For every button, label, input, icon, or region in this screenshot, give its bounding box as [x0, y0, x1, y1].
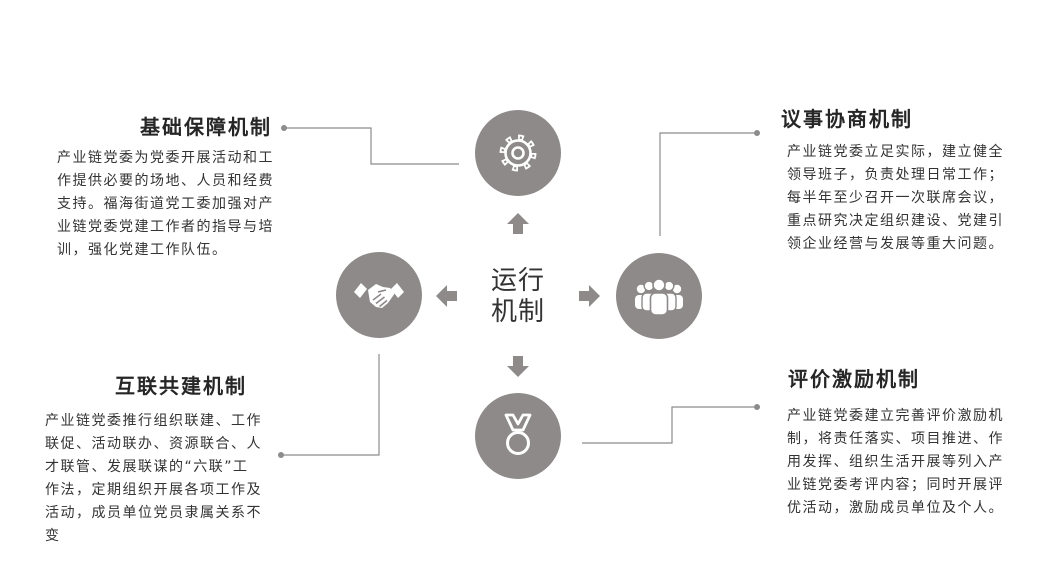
node-circle-evaluate	[475, 393, 561, 479]
mechanism-desc-joint: 产业链党委推行组织联建、工作 联促、活动联办、资源联合、人 才联管、发展联谋的“…	[45, 410, 262, 548]
description-line: 产业链党委推行组织联建、工作	[45, 413, 262, 429]
description-line: 才联管、发展联谋的“六联”工	[45, 459, 249, 475]
mechanism-title-joint: 互联共建机制	[115, 374, 247, 398]
description-line: 优活动，激励成员单位及个人。	[787, 500, 1004, 516]
description-line: 训，强化党建工作队伍。	[57, 242, 228, 258]
arrow-left	[436, 285, 457, 307]
gear-icon	[499, 134, 537, 172]
mechanism-desc-basic: 产业链党委为党委开展活动和工 作提供必要的场地、人员和经费 支持。福海街道党工委…	[57, 147, 274, 262]
description-line: 领导班子，负责处理日常工作；	[787, 167, 1004, 183]
node-consult	[616, 253, 702, 339]
description-line: 重点研究决定组织建设、党建引	[787, 213, 1004, 229]
mechanism-title-evaluate: 评价激励机制	[788, 367, 920, 391]
description-line: 作法，定期组织开展各项工作及	[45, 482, 262, 498]
center-title-line-2: 机制	[490, 297, 545, 327]
mechanism-desc-evaluate: 产业链党委建立完善评价激励机 制，将责任落实、项目推进、作 用发挥、组织生活开展…	[787, 405, 1004, 520]
description-line: 联促、活动联办、资源联合、人	[45, 436, 262, 452]
people-icon	[635, 278, 683, 316]
arrow-down	[507, 356, 529, 377]
description-line: 产业链党委立足实际，建立健全	[787, 144, 1004, 160]
mechanism-desc-consult: 产业链党委立足实际，建立健全 领导班子，负责处理日常工作； 每半年至少召开一次联…	[787, 141, 1004, 256]
description-line: 业链党委考评内容；同时开展评	[787, 477, 1004, 493]
node-evaluate	[475, 393, 561, 479]
description-line: 产业链党委为党委开展活动和工	[57, 150, 274, 166]
description-line: 变	[45, 528, 61, 544]
description-line: 领企业经营与发展等重大问题。	[787, 236, 1004, 252]
description-line: 业链党委党建工作者的指导与培	[57, 219, 274, 235]
connector-basic	[284, 127, 459, 165]
description-line: 制，将责任落实、项目推进、作	[787, 431, 1004, 447]
connector-dot-consult	[754, 130, 760, 136]
description-line: 支持。福海街道党工委加强对产	[57, 196, 274, 212]
center-title-line-1: 运行	[490, 266, 545, 296]
connector-evaluate	[582, 406, 757, 444]
arrow-right	[579, 285, 600, 307]
connector-consult	[659, 132, 757, 236]
connector-dot-evaluate	[754, 404, 760, 410]
center-title: 运行 机制	[468, 266, 568, 328]
connector-joint	[281, 354, 380, 456]
description-line: 每半年至少召开一次联席会议，	[787, 190, 1004, 206]
arrow-up	[507, 213, 529, 234]
node-joint	[336, 252, 422, 338]
connector-dot-basic	[281, 125, 287, 131]
node-basic	[475, 110, 561, 196]
mechanism-title-basic: 基础保障机制	[140, 115, 272, 139]
description-line: 活动，成员单位党员隶属关系不	[45, 505, 262, 521]
handshake-icon	[354, 283, 404, 308]
description-line: 产业链党委建立完善评价激励机	[787, 408, 1004, 424]
mechanism-title-consult: 议事协商机制	[781, 107, 913, 131]
connector-dot-joint	[278, 452, 284, 458]
description-line: 作提供必要的场地、人员和经费	[57, 173, 274, 189]
medal-icon	[504, 413, 532, 455]
description-line: 用发挥、组织生活开展等列入产	[787, 454, 1004, 470]
